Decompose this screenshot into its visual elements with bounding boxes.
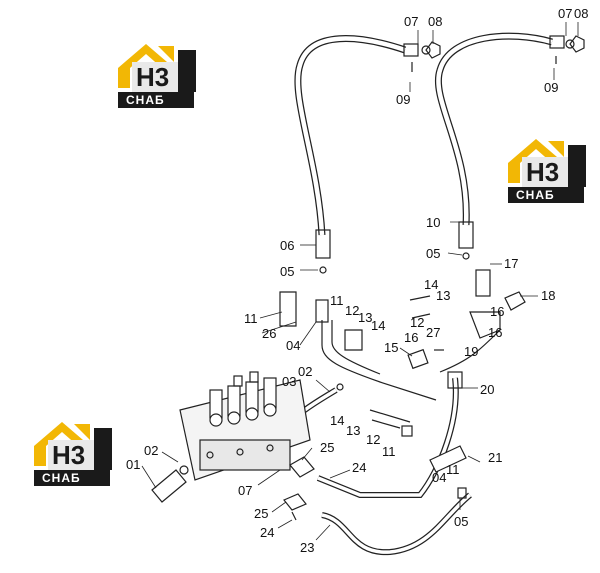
- callout-label: 04: [432, 470, 446, 485]
- callout-label: 19: [464, 344, 478, 359]
- brand-logo-top-left: H3 CHAБ: [118, 40, 198, 110]
- logo-mark: H3: [52, 440, 85, 470]
- callout-label: 11: [244, 311, 258, 326]
- callout-label: 07: [238, 483, 252, 498]
- callout-label: 13: [346, 423, 360, 438]
- callout-label: 07: [558, 6, 572, 21]
- callout-label: 24: [352, 460, 366, 475]
- callout-label: 27: [426, 325, 440, 340]
- callout-label: 01: [126, 457, 140, 472]
- callout-label: 14: [330, 413, 344, 428]
- callout-label: 20: [480, 382, 494, 397]
- callout-label: 26: [262, 326, 276, 341]
- callout-label: 08: [428, 14, 442, 29]
- callout-label: 16: [488, 325, 502, 340]
- callout-label: 25: [320, 440, 334, 455]
- logo-word: CHAБ: [126, 93, 165, 107]
- callout-label: 11: [330, 293, 344, 308]
- callout-label: 13: [436, 288, 450, 303]
- callout-label: 03: [282, 374, 296, 389]
- callout-label: 02: [144, 443, 158, 458]
- callout-label: 06: [280, 238, 294, 253]
- callout-label: 04: [286, 338, 300, 353]
- callout-label: 09: [544, 80, 558, 95]
- callout-label: 05: [454, 514, 468, 529]
- control-valve-block: [179, 371, 311, 481]
- callout-label: 07: [404, 14, 418, 29]
- brand-logo-right: H3 CHAБ: [508, 135, 588, 205]
- callout-label: 11: [446, 462, 460, 477]
- callout-label: 09: [396, 92, 410, 107]
- logo-word: CHAБ: [516, 188, 555, 202]
- callout-label: 05: [280, 264, 294, 279]
- callout-label: 16: [404, 330, 418, 345]
- callout-label: 21: [488, 450, 502, 465]
- brand-logo-bottom-left: H3 CHAБ: [34, 418, 114, 488]
- callout-label: 23: [300, 540, 314, 555]
- callout-label: 12: [366, 432, 380, 447]
- callout-label: 25: [254, 506, 268, 521]
- logo-mark: H3: [136, 62, 169, 92]
- callout-label: 14: [424, 277, 438, 292]
- hose-06: [294, 35, 407, 236]
- callout-label: 18: [541, 288, 555, 303]
- callout-label: 12: [345, 303, 359, 318]
- callout-label: 02: [298, 364, 312, 379]
- callout-label: 05: [426, 246, 440, 261]
- logo-mark: H3: [526, 157, 559, 187]
- callout-label: 16: [490, 304, 504, 319]
- callout-label: 13: [358, 310, 372, 325]
- callout-label: 10: [426, 215, 440, 230]
- callout-label: 15: [384, 340, 398, 355]
- callout-labels: 07 08 09 07 08 09 10 06 05 05 17 14 13 1…: [126, 6, 588, 555]
- callout-label: 24: [260, 525, 274, 540]
- callout-label: 17: [504, 256, 518, 271]
- logo-word: CHAБ: [42, 471, 81, 485]
- hose-10: [435, 32, 553, 226]
- callout-label: 08: [574, 6, 588, 21]
- callout-label: 11: [382, 444, 396, 459]
- callout-label: 12: [410, 315, 424, 330]
- callout-label: 14: [371, 318, 385, 333]
